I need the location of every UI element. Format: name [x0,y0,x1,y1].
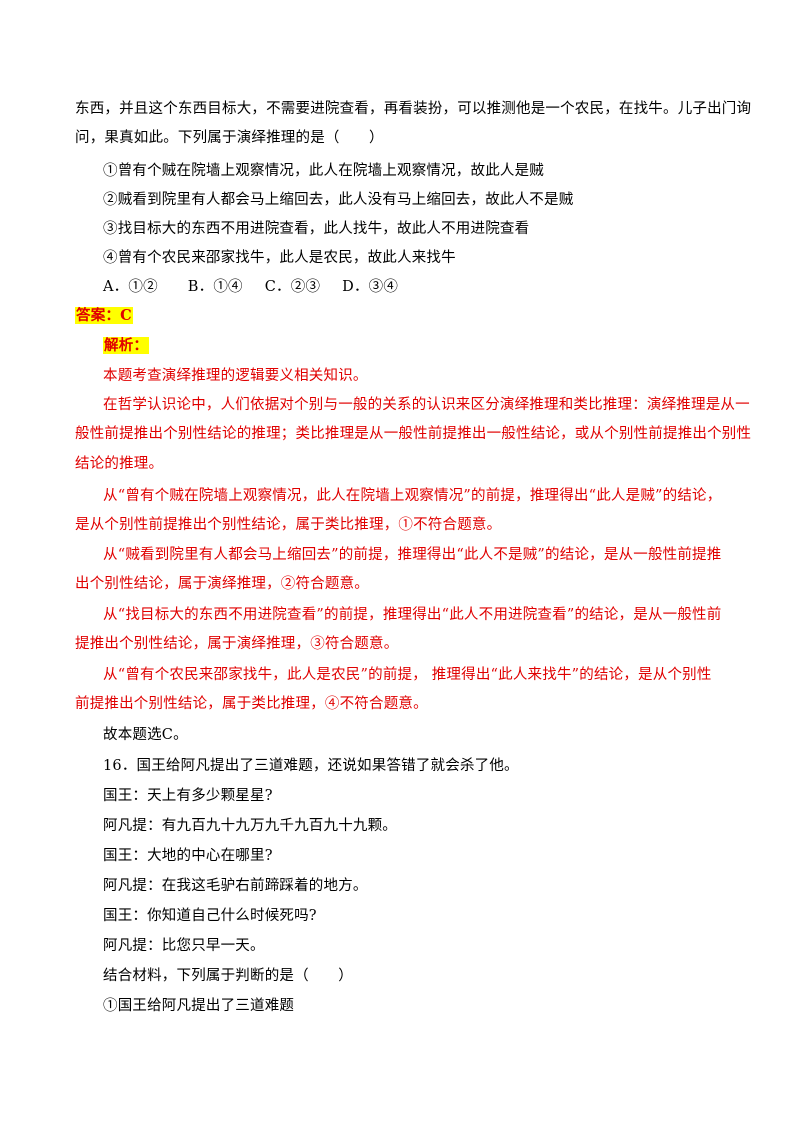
analysis-line-10: 提推出个别性结论，属于演绎推理，③符合题意。 [75,636,399,652]
answer-label: 答案：C [75,307,133,324]
option-b: B．①④ [187,279,243,295]
option-c: C．②③ [264,279,321,295]
analysis-line-8: 出个别性结论，属于演绎推理，②符合题意。 [75,576,369,592]
q15-stem-line-2: 问，果真如此。下列属于演绎推理的是（ ） [75,130,384,146]
option-d: D．③④ [342,279,399,295]
q15-conclusion: 故本题选C。 [103,727,188,743]
q15-stem-line-1: 东西，并且这个东西目标大，不需要进院查看，再看装扮，可以推测他是一个农民，在找牛… [75,101,752,117]
analysis-line-4: 结论的推理。 [75,456,164,472]
q16-prompt: 结合材料，下列属于判断的是（ ） [103,968,353,984]
analysis-line-11: 从“曾有个农民来邵家找牛，此人是农民”的前提， 推理得出“此人来找牛”的结论，是… [103,667,712,683]
analysis-line-9: 从“找目标大的东西不用进院查看”的前提，推理得出“此人不用进院查看”的结论，是从… [103,607,722,623]
analysis-line-5: 从“曾有个贼在院墙上观察情况，此人在院墙上观察情况”的前提，推理得出“此人是贼”… [103,488,722,504]
q15-item-3: ③找目标大的东西不用进院查看，此人找牛，故此人不用进院查看 [103,221,530,237]
dialogue-line-5: 国王：你知道自己什么时候死吗? [103,908,317,924]
analysis-line-12: 前提推出个别性结论，属于类比推理，④不符合题意。 [75,696,428,712]
analysis-line-1: 本题考查演绎推理的逻辑要义相关知识。 [103,368,368,384]
dialogue-line-6: 阿凡提：比您只早一天。 [103,938,265,954]
q15-options: A．①② B．①④ C．②③ D．③④ [103,277,398,297]
analysis-line-3: 般性前提推出个别性结论的推理；类比推理是从一般性前提推出一般性结论，或从个别性前… [75,426,752,442]
q15-item-1: ①曾有个贼在院墙上观察情况，此人在院墙上观察情况，故此人是贼 [103,163,544,179]
q15-item-4: ④曾有个农民来邵家找牛，此人是农民，故此人来找牛 [103,250,456,266]
dialogue-line-1: 国王：天上有多少颗星星? [103,788,273,804]
q15-item-2: ②贼看到院里有人都会马上缩回去，此人没有马上缩回去，故此人不是贼 [103,192,574,208]
analysis-label: 解析： [103,337,150,354]
dialogue-line-2: 阿凡提：有九百九十九万九千九百九十九颗。 [103,818,397,834]
dialogue-line-3: 国王：大地的中心在哪里? [103,848,273,864]
q16-stem: 16．国王给阿凡提出了三道难题，还说如果答错了就会杀了他。 [103,758,519,774]
dialogue-line-4: 阿凡提：在我这毛驴右前蹄踩着的地方。 [103,878,368,894]
analysis-line-2: 在哲学认识论中，人们依据对个别与一般的关系的认识来区分演绎推理和类比推理：演绎推… [103,397,750,413]
q16-item-1: ①国王给阿凡提出了三道难题 [103,998,295,1014]
option-a: A．①② [103,279,158,295]
analysis-line-6: 是从个别性前提推出个别性结论，属于类比推理，①不符合题意。 [75,517,502,533]
analysis-line-7: 从“贼看到院里有人都会马上缩回去”的前提，推理得出“此人不是贼”的结论，是从一般… [103,547,722,563]
